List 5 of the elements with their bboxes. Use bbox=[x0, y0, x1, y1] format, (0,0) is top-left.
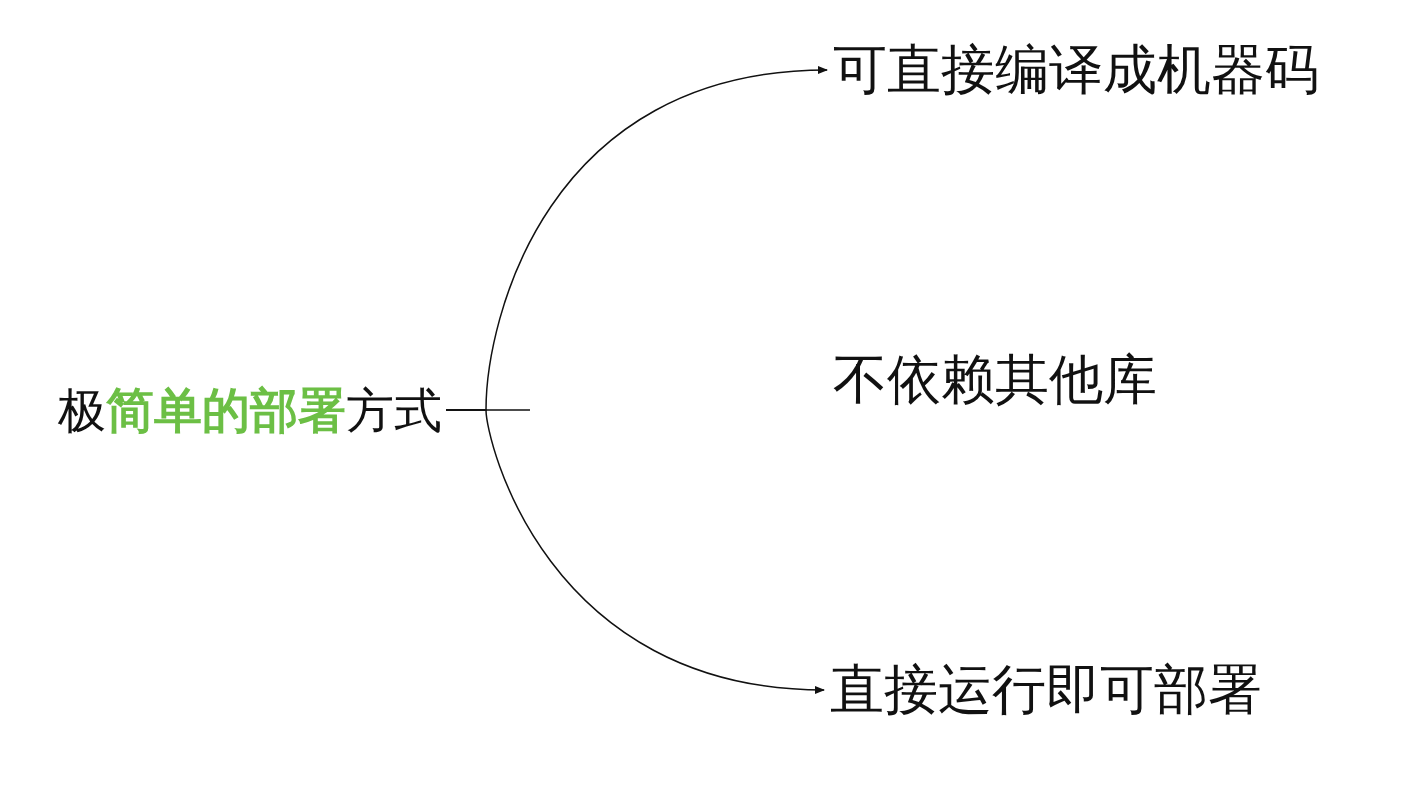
node-text: 极简单的部署方式 bbox=[58, 384, 442, 436]
arrow bbox=[445, 409, 825, 694]
node-text: 不依赖其他库 bbox=[833, 351, 1157, 409]
node-text: 可直接编译成机器码 bbox=[833, 41, 1319, 99]
node-text: 直接运行即可部署 bbox=[830, 661, 1262, 719]
